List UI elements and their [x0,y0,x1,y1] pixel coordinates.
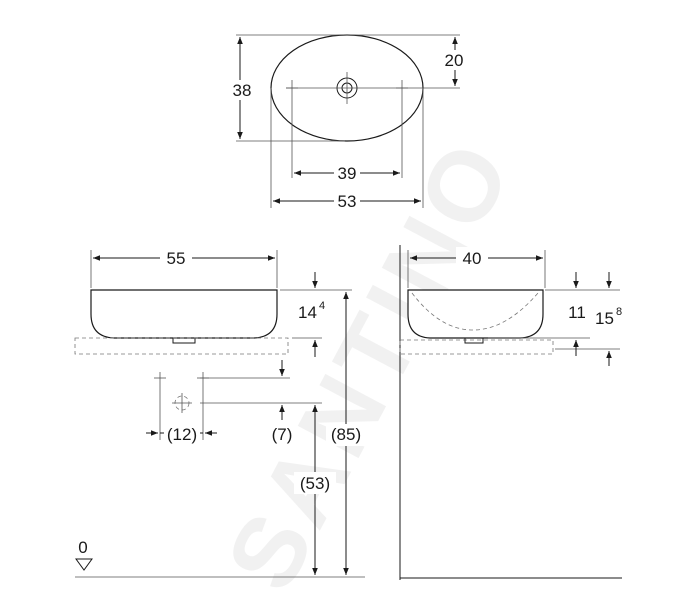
countertop-front [74,337,289,355]
basin-outline-side [407,289,544,339]
tap-offset-label: (7) [272,425,293,444]
width-label-top: 53 [338,192,357,211]
depth-label: 38 [233,81,252,100]
width-label-front: 55 [167,249,186,268]
total-height-label-side: 15 [595,309,614,328]
total-height-label: (85) [331,425,361,444]
front-view: 55 14 4 (12) (7) (53) (85) [74,247,368,578]
top-view: 38 20 39 53 [226,34,469,211]
drain-stub-front [172,337,196,344]
height-label-front: 14 [298,303,317,322]
drain-offset-label: 20 [445,51,464,70]
width-label-side: 40 [463,249,482,268]
side-view: 40 11 15 8 [399,245,622,580]
basin-outline-front [90,289,278,339]
counter-height-label: (53) [300,474,330,493]
floor-level-label: 0 [78,538,87,557]
drain-stub-side [464,337,484,344]
hole-spacing-label: 39 [338,164,357,183]
total-height-label-side-sup: 8 [616,306,622,318]
tap-markers [154,372,209,440]
bowl-height-label: 11 [568,303,586,322]
watermark: SANTINO [205,121,535,600]
height-label-front-sup: 4 [319,300,325,312]
tap-spacing-label: (12) [167,425,197,444]
floor-level-symbol [75,558,93,571]
